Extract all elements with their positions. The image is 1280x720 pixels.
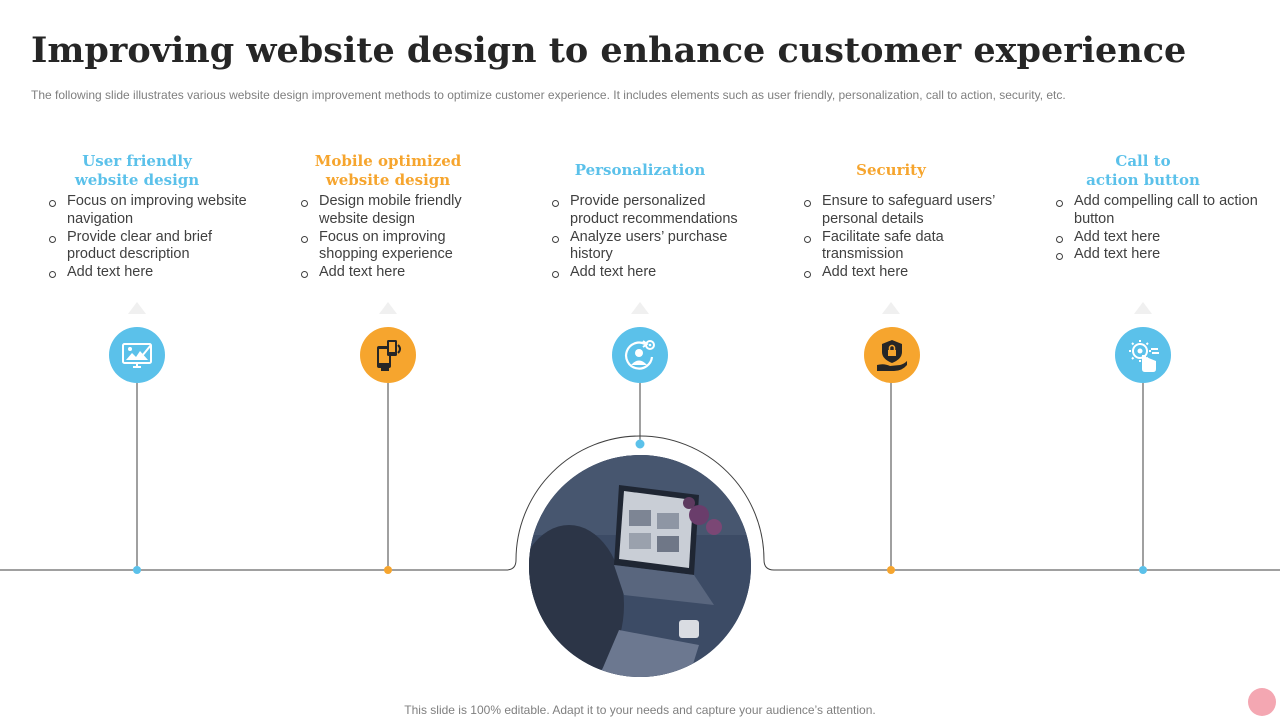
- column-title-line: Mobile optimized: [314, 152, 462, 170]
- column-title-line: website design: [74, 171, 200, 189]
- list-item: Add text here: [48, 264, 253, 282]
- column-title-line: Personalization: [574, 161, 706, 179]
- timeline-dot-1: [133, 566, 141, 574]
- column-title-user-friendly: User friendly website design: [37, 152, 237, 190]
- list-item: Focus on improving shopping experience: [300, 229, 505, 265]
- column-title-line: website design: [325, 171, 451, 189]
- pointer-triangle: [379, 302, 397, 314]
- column-title-line: action button: [1086, 171, 1200, 189]
- user-settings-icon: [612, 327, 668, 383]
- list-item: Add compelling call to action button: [1055, 193, 1260, 229]
- list-item: Add text here: [551, 264, 756, 282]
- list-item: Analyze users’ purchase history: [551, 229, 756, 265]
- column-title-line: User friendly: [82, 152, 192, 170]
- bullet-list-mobile-optimized: Design mobile friendly website design Fo…: [300, 193, 505, 282]
- list-item: Ensure to safeguard users’ personal deta…: [803, 193, 1008, 229]
- bullet-list-security: Ensure to safeguard users’ personal deta…: [803, 193, 1008, 282]
- monitor-image-icon: [109, 327, 165, 383]
- list-item: Add text here: [300, 264, 505, 282]
- security-shield-icon: [864, 327, 920, 383]
- column-title-line: Call to: [1115, 152, 1171, 170]
- click-button-icon: [1115, 327, 1171, 383]
- bullet-list-user-friendly: Focus on improving website navigation Pr…: [48, 193, 253, 282]
- pointer-triangle: [128, 302, 146, 314]
- column-title-call-to-action: Call to action button: [1043, 152, 1243, 190]
- pointer-triangle: [631, 302, 649, 314]
- column-title-security: Security: [791, 161, 991, 180]
- list-item: Add text here: [1055, 229, 1260, 247]
- timeline-baseline-left: [0, 435, 775, 571]
- page-subtitle: The following slide illustrates various …: [31, 88, 1066, 102]
- laptop-photo: [529, 455, 751, 677]
- bullet-list-personalization: Provide personalized product recommendat…: [551, 193, 756, 282]
- column-title-personalization: Personalization: [540, 161, 740, 180]
- list-item: Design mobile friendly website design: [300, 193, 505, 229]
- list-item: Add text here: [803, 264, 1008, 282]
- timeline-dot-2: [384, 566, 392, 574]
- mobile-phone-icon: [360, 327, 416, 383]
- column-title-mobile-optimized: Mobile optimized website design: [288, 152, 488, 190]
- column-title-line: Security: [856, 161, 926, 179]
- list-item: Provide personalized product recommendat…: [551, 193, 756, 229]
- timeline-dot-4: [887, 566, 895, 574]
- footer-note: This slide is 100% editable. Adapt it to…: [404, 703, 876, 717]
- list-item: Provide clear and brief product descript…: [48, 229, 253, 265]
- timeline-dot-5: [1139, 566, 1147, 574]
- pointer-triangle: [882, 302, 900, 314]
- page-title: Improving website design to enhance cust…: [31, 30, 1187, 71]
- corner-decoration: [1248, 688, 1276, 716]
- bullet-list-call-to-action: Add compelling call to action button Add…: [1055, 193, 1260, 264]
- list-item: Add text here: [1055, 246, 1260, 264]
- timeline-dot-3: [635, 439, 645, 449]
- list-item: Facilitate safe data transmission: [803, 229, 1008, 265]
- list-item: Focus on improving website navigation: [48, 193, 253, 229]
- pointer-triangle: [1134, 302, 1152, 314]
